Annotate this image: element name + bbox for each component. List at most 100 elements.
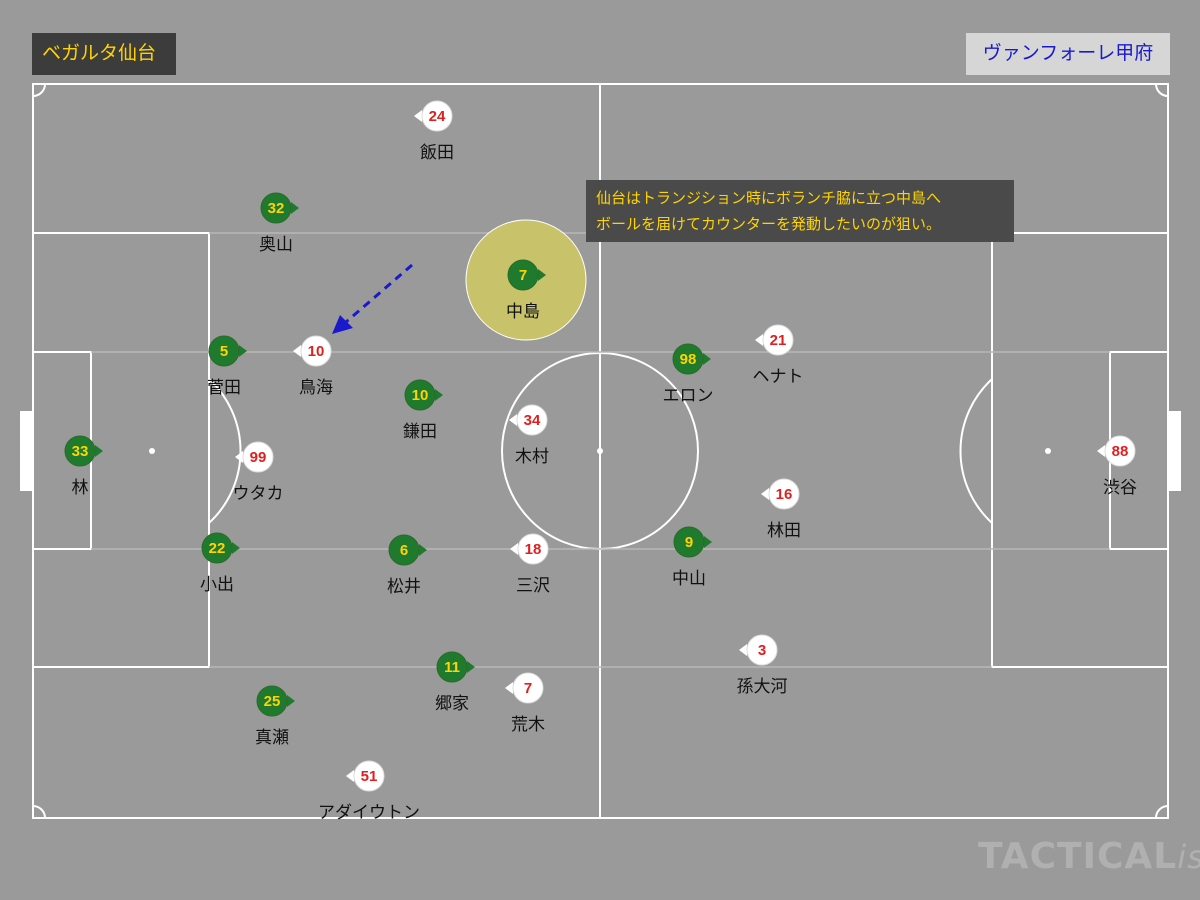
direction-pointer (239, 345, 247, 357)
away-player-name: 荒木 (511, 715, 545, 735)
player-number: 25 (264, 693, 281, 710)
player-number: 32 (268, 200, 285, 217)
corner-arc-tr (1155, 83, 1169, 97)
direction-pointer (509, 414, 517, 426)
home-player-marker: 10 (404, 379, 443, 411)
player-badge (421, 100, 453, 132)
annotation-line-2: ボールを届けてカウンターを発動したいのが狙い。 (596, 215, 942, 233)
home-player-marker: 9 (673, 526, 712, 558)
direction-pointer (1097, 445, 1105, 457)
pass-arrow-line (345, 263, 413, 324)
home-player-marker: 7 (507, 259, 546, 291)
away-player-name: 孫大河 (736, 677, 788, 697)
player-number: 88 (1112, 443, 1129, 460)
player-number: 7 (524, 680, 532, 697)
away-team-label: ヴァンフォーレ甲府 (966, 33, 1170, 75)
player-badge (208, 335, 240, 367)
direction-pointer (287, 695, 295, 707)
home-player-name: 小出 (200, 575, 234, 595)
player-badge (746, 634, 778, 666)
player-number: 10 (308, 343, 325, 360)
annotation-line-1: 仙台はトランジション時にボランチ脇に立つ中島へ (596, 189, 942, 207)
player-number: 51 (361, 768, 378, 785)
home-player-name: 真瀬 (255, 728, 289, 748)
player-badge (436, 651, 468, 683)
home-player-marker: 22 (201, 532, 240, 564)
home-player-marker: 33 (64, 435, 103, 467)
home-player-marker: 11 (436, 651, 475, 683)
player-badge (242, 441, 274, 473)
home-player-name: 鎌田 (403, 422, 437, 442)
player-number: 99 (250, 449, 267, 466)
player-number: 9 (685, 534, 693, 551)
player-badge (353, 760, 385, 792)
direction-pointer (505, 682, 513, 694)
direction-pointer (739, 644, 747, 656)
player-number: 16 (776, 486, 793, 503)
away-player-marker: 24 (414, 100, 453, 132)
player-number: 21 (770, 332, 787, 349)
corner-arc-bl (32, 805, 46, 819)
away-player-name: 林田 (767, 521, 801, 541)
center-spot (597, 448, 603, 454)
direction-pointer (414, 110, 422, 122)
player-badge (512, 672, 544, 704)
home-player-name: 中山 (672, 569, 706, 589)
away-player-marker: 16 (761, 478, 800, 510)
player-badge (516, 404, 548, 436)
right-penalty-arc (959, 378, 993, 524)
player-number: 5 (220, 343, 228, 360)
player-number: 10 (412, 387, 429, 404)
away-player-marker: 51 (346, 760, 385, 792)
direction-pointer (755, 334, 763, 346)
player-badge (517, 533, 549, 565)
away-player-name: 飯田 (420, 143, 454, 163)
player-badge (300, 335, 332, 367)
away-player-marker: 99 (235, 441, 274, 473)
direction-pointer (95, 445, 103, 457)
home-player-name: 松井 (387, 577, 421, 597)
watermark-italic: ista (1177, 838, 1200, 876)
player-badge (768, 478, 800, 510)
player-number: 18 (525, 541, 542, 558)
home-player-name: エロン (662, 386, 714, 406)
home-player-marker: 98 (672, 343, 711, 375)
direction-pointer (293, 345, 301, 357)
player-badge (256, 685, 288, 717)
away-player-name: 渋谷 (1103, 478, 1137, 498)
away-player-marker: 21 (755, 324, 794, 356)
player-badge (1104, 435, 1136, 467)
player-number: 98 (680, 351, 697, 368)
home-player-name: 林 (71, 478, 89, 498)
away-player-name: 木村 (515, 447, 549, 467)
watermark-main: TACTICAL (978, 836, 1178, 877)
player-number: 34 (524, 412, 541, 429)
away-player-name: 三沢 (516, 576, 550, 596)
left-goal (20, 411, 33, 491)
away-player-marker: 88 (1097, 435, 1136, 467)
direction-pointer (232, 542, 240, 554)
player-number: 24 (429, 108, 446, 125)
away-player-name: 鳥海 (299, 378, 333, 398)
away-player-name: ウタカ (232, 484, 284, 504)
watermark-logo: TACTICALista (978, 836, 1200, 877)
player-badge (673, 526, 705, 558)
right-penalty-area (991, 232, 1169, 668)
away-player-marker: 7 (505, 672, 544, 704)
direction-pointer (346, 770, 354, 782)
right-penalty-spot (1045, 448, 1051, 454)
home-player-name: 中島 (506, 302, 540, 322)
direction-pointer (435, 389, 443, 401)
player-number: 33 (72, 443, 89, 460)
player-badge (64, 435, 96, 467)
left-penalty-spot (149, 448, 155, 454)
player-badge (404, 379, 436, 411)
corner-arc-tl (32, 83, 46, 97)
direction-pointer (419, 544, 427, 556)
home-player-name: 菅田 (207, 378, 241, 398)
player-number: 6 (400, 542, 408, 559)
away-player-marker: 10 (293, 335, 332, 367)
direction-pointer (761, 488, 769, 500)
home-team-label: ベガルタ仙台 (32, 33, 176, 75)
